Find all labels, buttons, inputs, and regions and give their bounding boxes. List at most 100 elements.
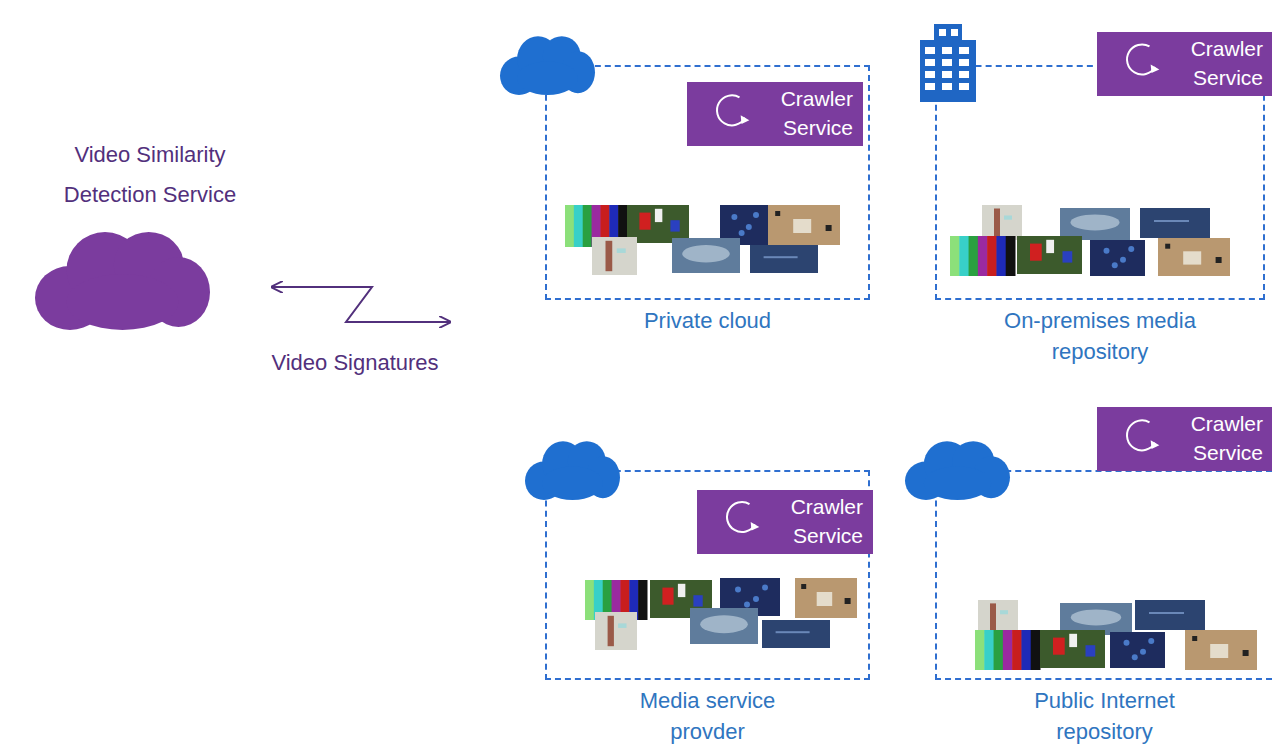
thumbnail-part <box>801 584 806 589</box>
thumbnail-part <box>753 212 759 218</box>
repository-region: On-premises media repositoryCrawler Serv… <box>935 65 1265 300</box>
thumbnail-part <box>1185 630 1257 670</box>
video-thumbnail <box>592 237 637 275</box>
thumbnail-part <box>1110 632 1165 668</box>
thumbnail-part <box>565 205 574 247</box>
thumbnail-part <box>638 580 647 620</box>
crawler-service-box: Crawler Service <box>1097 407 1272 471</box>
cloud-lobe <box>924 466 991 500</box>
region-label: Media service provder <box>618 686 798 748</box>
video-thumbnail <box>1185 630 1257 670</box>
crawl-arc <box>1127 420 1155 450</box>
thumbnail-part <box>1104 248 1110 254</box>
building-body <box>920 40 976 102</box>
cloud-service: Video Similarity Detection Service <box>30 135 270 335</box>
thumbnail-part <box>764 256 798 258</box>
building-window <box>959 47 969 54</box>
cloud-lobe <box>525 462 563 500</box>
thumbnail-part <box>612 580 621 620</box>
thumbnail-part <box>609 205 618 247</box>
cloud-lobe <box>517 36 559 82</box>
crawl-arrowhead <box>1151 440 1160 449</box>
video-thumbnail <box>950 236 1016 276</box>
thumbnail-part <box>1148 638 1154 644</box>
crawler-label: Crawler Service <box>1163 410 1263 468</box>
signature-exchange-arrow <box>272 287 450 322</box>
thumbnail-part <box>1112 262 1118 268</box>
video-thumbnail <box>768 205 840 245</box>
thumbnail-part <box>994 209 1000 237</box>
thumbnail-part <box>1063 251 1073 262</box>
thumbnail-part <box>1000 610 1008 614</box>
cloud-lobe <box>952 441 994 481</box>
thumbnail-part <box>1135 600 1205 630</box>
building-window <box>942 59 952 66</box>
video-thumbnail <box>565 205 628 247</box>
thumbnail-part <box>627 205 689 243</box>
cloud-lobe <box>586 456 620 498</box>
video-thumbnail <box>1060 208 1130 240</box>
thumbnail-part <box>606 241 613 271</box>
thumbnail-part <box>600 205 609 247</box>
building-window <box>959 71 969 78</box>
video-thumbnail <box>1090 240 1145 276</box>
thumbnail-part <box>984 630 994 670</box>
thumbnail-part <box>608 616 614 646</box>
cloud-lobe <box>905 462 947 500</box>
video-thumbnail <box>750 245 818 273</box>
crawl-icon <box>1097 407 1167 470</box>
thumbnail-part <box>750 245 818 273</box>
building-icon <box>920 24 976 102</box>
building-window <box>959 83 969 90</box>
thumbnail-part <box>1040 630 1105 668</box>
thumbnail-part <box>662 588 673 605</box>
thumbnail-part <box>950 236 960 276</box>
thumbnail-part <box>990 603 996 630</box>
thumbnail-part <box>592 205 601 247</box>
thumbnail-part <box>1090 240 1145 276</box>
thumbnail-part <box>1060 208 1130 240</box>
repository-region: Media service provderCrawler Service <box>545 470 870 680</box>
thumbnail-part <box>690 608 758 644</box>
video-thumbnail <box>975 630 1041 670</box>
video-thumbnail <box>720 205 768 245</box>
cloud-icon <box>500 36 595 95</box>
cloud-lobe <box>542 466 603 500</box>
thumbnail-part <box>1243 650 1249 656</box>
crawl-icon <box>687 82 757 145</box>
building-window <box>925 59 935 66</box>
cloud-lobe <box>543 36 581 76</box>
thumbnail-part <box>1071 609 1121 625</box>
video-thumbnail <box>720 578 780 616</box>
cloud-lobe <box>542 441 584 487</box>
video-thumbnail <box>585 580 648 620</box>
thumbnail-part <box>1128 246 1134 252</box>
thumbnail-part <box>845 598 851 604</box>
video-thumbnail <box>595 612 637 650</box>
crawler-service-box: Crawler Service <box>687 82 863 146</box>
cloud-icon <box>905 441 1010 500</box>
thumbnail-part <box>1012 630 1022 670</box>
video-thumbnail <box>1040 630 1105 668</box>
thumbnail-part <box>746 224 752 230</box>
thumbnail-part <box>1069 634 1077 647</box>
thumbnail-part <box>735 586 741 592</box>
thumbnail-part <box>744 602 750 608</box>
building-top <box>934 24 962 42</box>
cloud-lobe <box>568 441 606 481</box>
thumbnail-part <box>1031 630 1041 670</box>
building-window <box>942 71 952 78</box>
video-thumbnail <box>1060 603 1132 635</box>
thumbnail-part <box>1120 257 1126 263</box>
thumbnail-part <box>753 596 759 602</box>
thumbnail-part <box>739 230 745 236</box>
thumbnail-part <box>768 205 840 245</box>
thumbnail-part <box>617 248 626 253</box>
thumbnail-part <box>975 630 985 670</box>
region-label: Public Internet repository <box>1015 686 1195 748</box>
crawler-service-box: Crawler Service <box>1097 32 1272 96</box>
thumbnail-part <box>826 225 832 231</box>
crawl-icon <box>1097 32 1167 93</box>
thumbnail-part <box>1165 244 1170 249</box>
thumbnail-part <box>776 631 810 633</box>
